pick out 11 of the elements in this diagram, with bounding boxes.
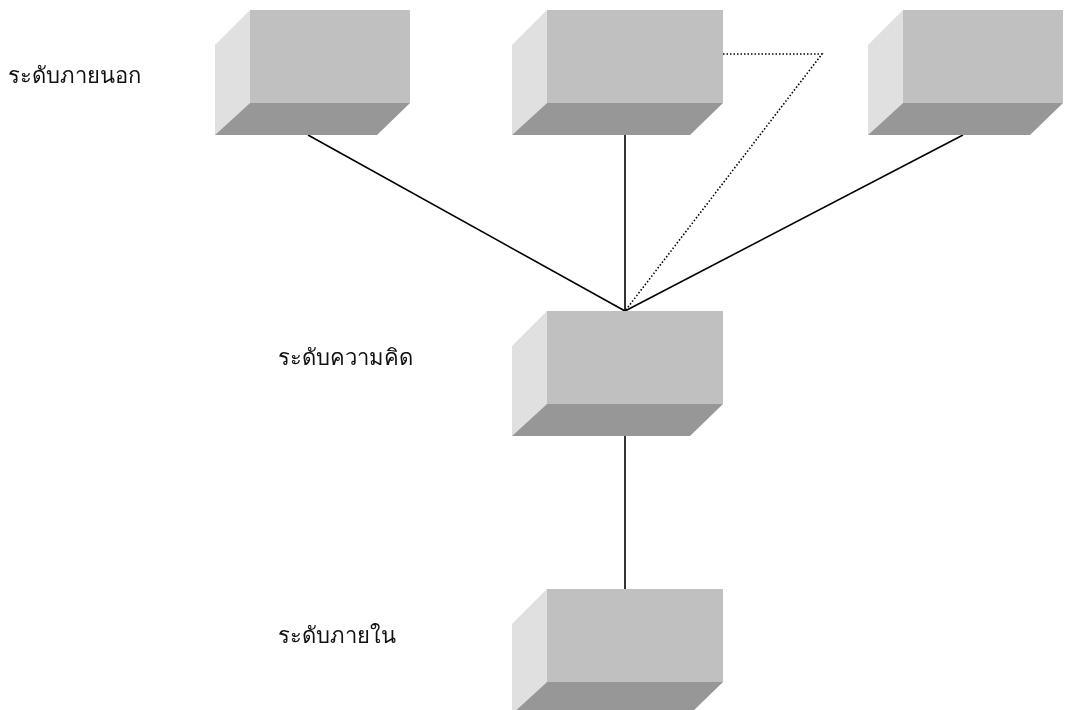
dotted-line [624, 53, 824, 312]
block-box [215, 10, 410, 135]
block-box [512, 311, 723, 436]
level-label: ระดับภายใน [278, 622, 396, 650]
block-box [512, 589, 723, 710]
block-box [868, 10, 1063, 135]
connector-line [624, 435, 626, 590]
level-label: ระดับภายนอก [8, 62, 141, 90]
level-label: ระดับความคิด [278, 344, 413, 372]
block-box [512, 10, 723, 135]
connector-line [624, 134, 626, 312]
